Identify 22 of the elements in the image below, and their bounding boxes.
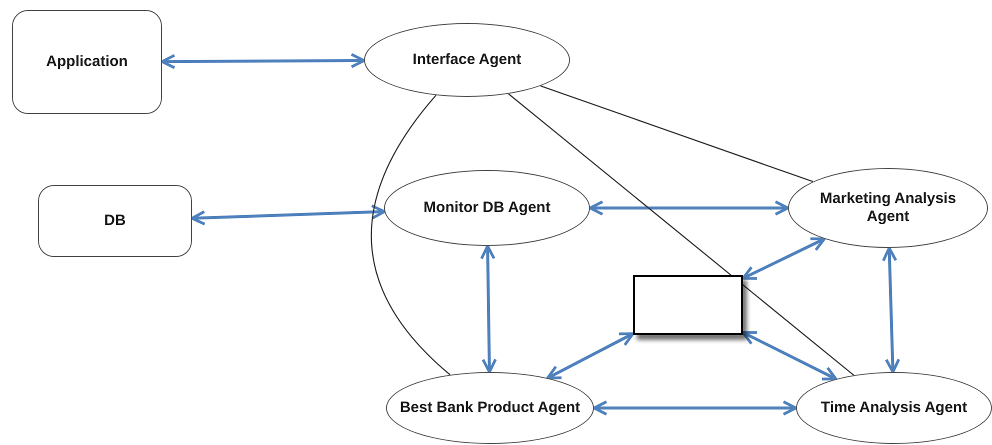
connector-line	[370, 94, 450, 376]
process-box	[633, 275, 743, 335]
node-label: Application	[46, 53, 128, 71]
double-arrow	[882, 246, 900, 374]
rounded-box	[38, 185, 192, 257]
node-label: Interface Agent	[412, 51, 522, 69]
double-arrow	[546, 332, 634, 380]
double-arrow	[588, 200, 790, 216]
rounded-box	[12, 10, 162, 114]
node-label: DB	[104, 212, 126, 230]
double-arrow	[190, 204, 386, 226]
node-label: Monitor DB Agent	[424, 199, 550, 217]
double-arrow	[592, 400, 798, 416]
node-label: Marketing Analysis Agent	[818, 190, 958, 226]
connector-line	[540, 85, 814, 182]
double-arrow	[742, 331, 838, 380]
connector-line	[508, 93, 854, 376]
node-label: Time Analysis Agent	[820, 399, 968, 417]
double-arrow	[160, 52, 366, 70]
double-arrow	[742, 237, 826, 280]
node-label: Best Bank Product Agent	[400, 399, 580, 417]
double-arrow	[480, 244, 497, 374]
